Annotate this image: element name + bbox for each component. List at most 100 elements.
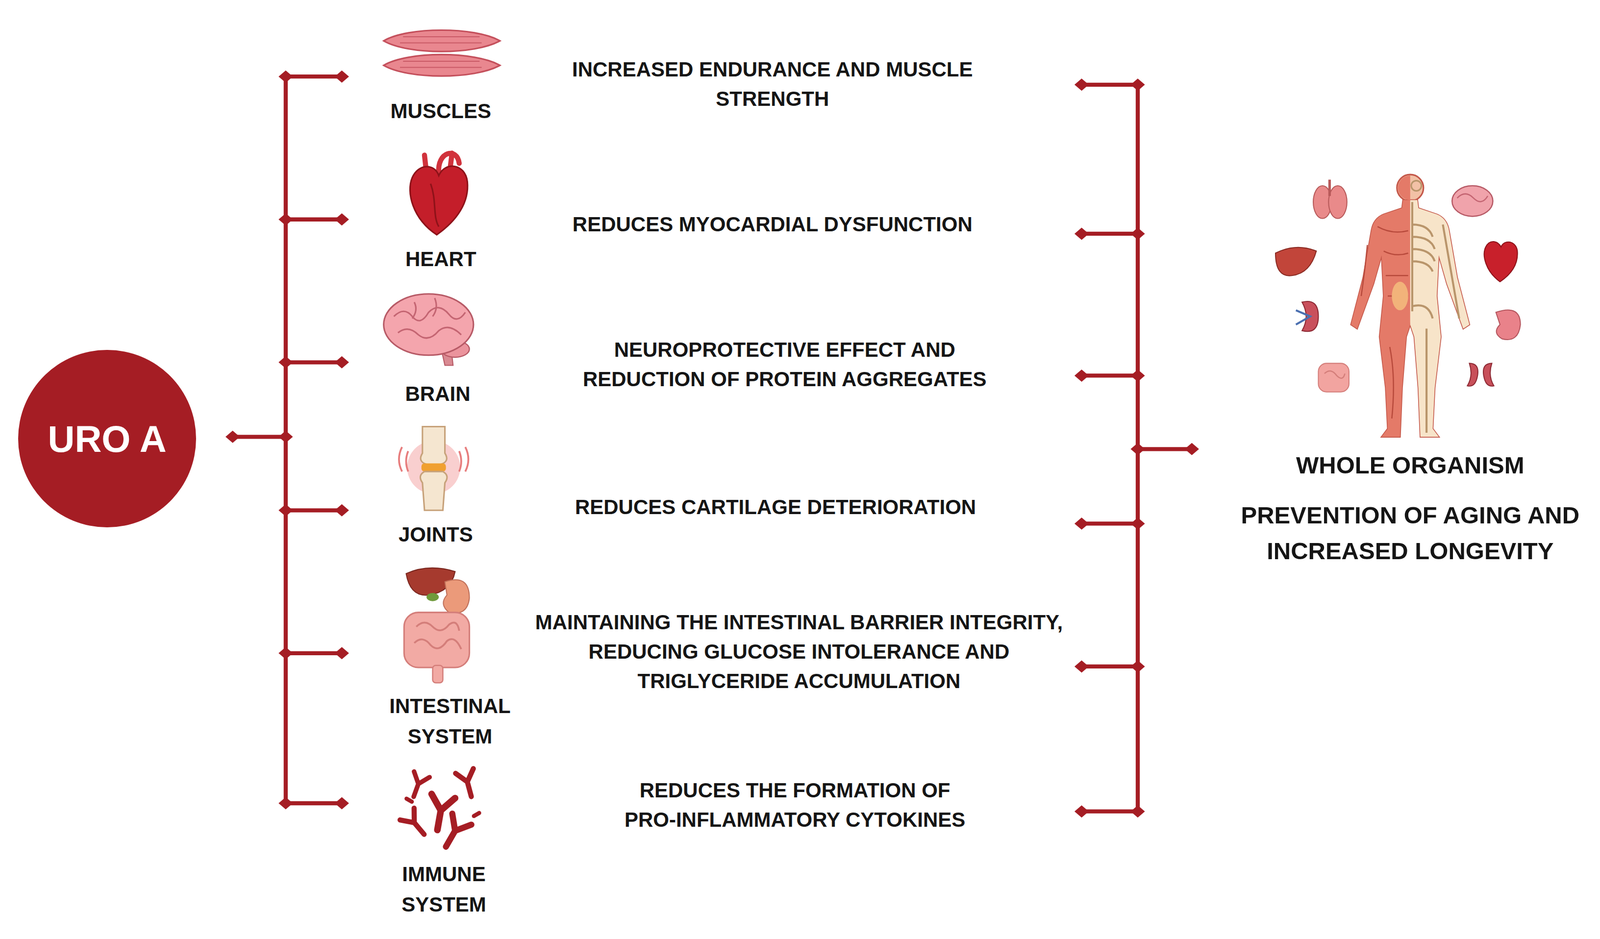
- diamond-end: [1130, 369, 1145, 382]
- kidney-vessel: [1296, 310, 1311, 325]
- bracket-tick: [1081, 373, 1138, 378]
- bracket-tick: [285, 74, 342, 79]
- diamond-end: [1130, 517, 1145, 530]
- antibody: [455, 768, 480, 800]
- digestive-icon: [403, 568, 470, 683]
- node-title: URO A: [48, 417, 167, 461]
- effect-text: REDUCES CARTILAGE DETERIORATION: [530, 492, 1021, 523]
- kidney-organ: [1483, 363, 1495, 386]
- large-intestine: [403, 612, 470, 668]
- antibody: [400, 808, 431, 841]
- right-bracket: [1081, 84, 1193, 812]
- heart-organ: [1484, 241, 1518, 282]
- diamond-end: [278, 430, 293, 444]
- diamond-end: [1130, 443, 1145, 456]
- organ-label: MUSCLES: [352, 96, 529, 127]
- bracket-tick: [285, 508, 342, 513]
- bracket-tick: [1081, 521, 1138, 526]
- bracket-tick: [1081, 82, 1138, 87]
- organ-label: BRAIN: [349, 378, 526, 410]
- diamond-end: [1184, 443, 1200, 456]
- muscle-icon: [383, 29, 500, 76]
- bracket-tick: [285, 801, 342, 806]
- effect-text: REDUCES MYOCARDIAL DYSFUNCTION: [537, 209, 1008, 240]
- cartilage: [421, 463, 447, 473]
- cerebrum: [383, 294, 474, 356]
- stomach: [443, 579, 470, 614]
- human-body: [1350, 174, 1470, 437]
- bracket-tick: [232, 434, 286, 439]
- small-intestine: [414, 622, 462, 650]
- compound-circle: URO A: [18, 350, 196, 528]
- diamond-end: [1130, 78, 1145, 91]
- diamond-end: [334, 356, 350, 369]
- brain-organ: [1451, 185, 1493, 217]
- gallbladder: [426, 593, 439, 602]
- skeleton-bones: [1412, 201, 1460, 433]
- diamond-end: [1074, 369, 1089, 382]
- bracket-tick: [285, 217, 342, 222]
- heart-groove: [430, 183, 439, 227]
- muscle-lines: [1361, 226, 1409, 419]
- antibody: [405, 771, 430, 800]
- diamond-end: [334, 797, 350, 810]
- diamond-end: [334, 70, 350, 83]
- skeleton-layer: [1410, 200, 1470, 437]
- muscle-striation: [400, 36, 482, 68]
- organ-ring: [1275, 179, 1521, 393]
- body-head: [1397, 174, 1424, 201]
- organ-label: JOINTS: [347, 519, 525, 550]
- effect-text: NEUROPROTECTIVE EFFECT AND REDUCTION OF …: [559, 335, 1011, 395]
- diamond-end: [278, 504, 293, 517]
- diamond-end: [334, 647, 350, 660]
- skeleton-half: [1410, 180, 1470, 438]
- diamond-end: [278, 356, 293, 369]
- diamond-end: [1130, 660, 1145, 673]
- bracket-diamonds: [1074, 78, 1200, 818]
- antibody-icon: [400, 768, 482, 853]
- outcome-text: PREVENTION OF AGING AND INCREASED LONGEV…: [1209, 497, 1600, 570]
- brain-icon: [383, 294, 474, 366]
- effect-text: REDUCES THE FORMATION OF PRO-INFLAMMATOR…: [599, 775, 992, 835]
- lung: [1328, 185, 1347, 219]
- effect-text: INCREASED ENDURANCE AND MUSCLE STRENGTH: [551, 54, 994, 114]
- bracket-tick: [1081, 809, 1138, 814]
- diamond-end: [278, 213, 293, 226]
- diamond-end: [334, 213, 350, 226]
- diamond-end: [225, 430, 240, 444]
- organ-hint: [1391, 281, 1408, 311]
- diamond-end: [278, 70, 293, 83]
- antibody-fragment: [471, 810, 482, 820]
- femur-bone: [420, 426, 447, 465]
- muscle-fiber: [383, 29, 500, 52]
- muscle-layer: [1350, 200, 1411, 437]
- rectum: [432, 665, 444, 683]
- intestine-fold: [1324, 371, 1346, 379]
- antibody-fragment: [403, 796, 415, 805]
- joint-icon: [399, 426, 469, 511]
- bracket-diamonds: [225, 70, 350, 810]
- muscle-fiber: [383, 54, 500, 76]
- diamond-end: [1074, 78, 1089, 91]
- trachea: [1328, 179, 1331, 197]
- diamond-end: [278, 797, 293, 810]
- effect-text: MAINTAINING THE INTESTINAL BARRIER INTEG…: [524, 607, 1074, 697]
- diamond-end: [1130, 227, 1145, 240]
- left-bracket: [232, 76, 343, 804]
- brain-fold: [394, 298, 466, 339]
- bracket-tick: [1081, 231, 1138, 236]
- skull-eye: [1411, 180, 1422, 192]
- stomach-organ: [1496, 310, 1521, 340]
- diamond-end: [1074, 517, 1089, 530]
- kidney-organ: [1467, 363, 1478, 386]
- diamond-end: [1130, 805, 1145, 818]
- diamond-end: [1074, 805, 1089, 818]
- brain-fold: [1457, 194, 1488, 202]
- diamond-end: [1074, 660, 1089, 673]
- diamond-end: [278, 647, 293, 660]
- muscle-half: [1350, 175, 1411, 437]
- organ-label: HEART: [352, 244, 529, 275]
- bracket-tick: [1081, 664, 1138, 669]
- diamond-end: [1074, 227, 1089, 240]
- muscle-head: [1398, 175, 1411, 200]
